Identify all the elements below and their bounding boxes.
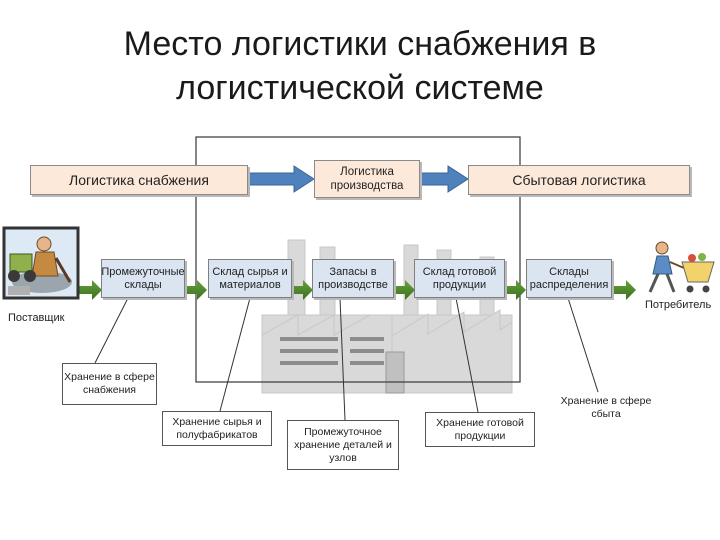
stage-distribution-warehouses: Склады распределения [526,259,612,298]
stage-label: Склад сырья и материалов [212,265,288,291]
supply-logistics-label: Логистика снабжения [69,172,209,188]
arrow-stage-2-to-3 [292,280,313,300]
storage-intermediate: Промежуточное хранение деталей и узлов [287,420,399,470]
title-line-1: Место логистики снабжения в [123,25,597,63]
arrow-supply-to-production [247,165,315,193]
arrow-production-to-distribution [419,165,469,193]
arrow-stage-4-to-5 [505,280,526,300]
storage-label: Промежуточное хранение деталей и узлов [294,425,392,464]
distribution-logistics-box: Сбытовая логистика [468,165,690,195]
logistics-system-frame [195,136,521,383]
arrow-stage-1-to-2 [185,280,207,300]
stage-label: Склады распределения [529,265,609,291]
stage-raw-materials-warehouse: Склад сырья и материалов [208,259,292,298]
stage-label: Склад готовой продукции [422,265,497,291]
worker-clipart-icon [2,226,80,300]
stage-work-in-progress-stocks: Запасы в производстве [312,259,394,298]
stage-intermediate-warehouses: Промежуточные склады [101,259,185,298]
arrow-stage-5-to-consumer [612,280,636,300]
production-logistics-box: Логистика производства [314,160,420,198]
storage-raw-materials: Хранение сырья и полуфабрикатов [162,411,272,446]
consumer-label: Потребитель [645,299,712,311]
storage-callout-lines [94,297,599,421]
arrow-stage-3-to-4 [394,280,415,300]
storage-label: Хранение в сфере снабжения [64,371,155,396]
storage-finished-goods: Хранение готовой продукции [425,412,535,447]
distribution-logistics-label: Сбытовая логистика [512,172,646,188]
page-title: Место логистики снабжения в логистическо… [60,22,660,110]
storage-sales-sphere: Хранение в сфере сбыта [552,392,660,424]
storage-label: Хранение в сфере сбыта [560,395,652,420]
title-line-2: логистической системе [176,69,544,107]
production-logistics-label: Логистика производства [330,166,404,192]
storage-label: Хранение готовой продукции [436,416,524,442]
storage-label: Хранение сырья и полуфабрикатов [172,415,262,441]
storage-supply-sphere: Хранение в сфере снабжения [62,363,157,405]
stage-finished-goods-warehouse: Склад готовой продукции [414,259,505,298]
arrow-supplier-to-stage-1 [78,280,102,300]
stage-label: Промежуточные склады [101,265,185,291]
supply-logistics-box: Логистика снабжения [30,165,248,195]
stage-label: Запасы в производстве [318,265,388,291]
supplier-label: Поставщик [8,312,65,324]
shopper-clipart-icon [648,241,715,293]
